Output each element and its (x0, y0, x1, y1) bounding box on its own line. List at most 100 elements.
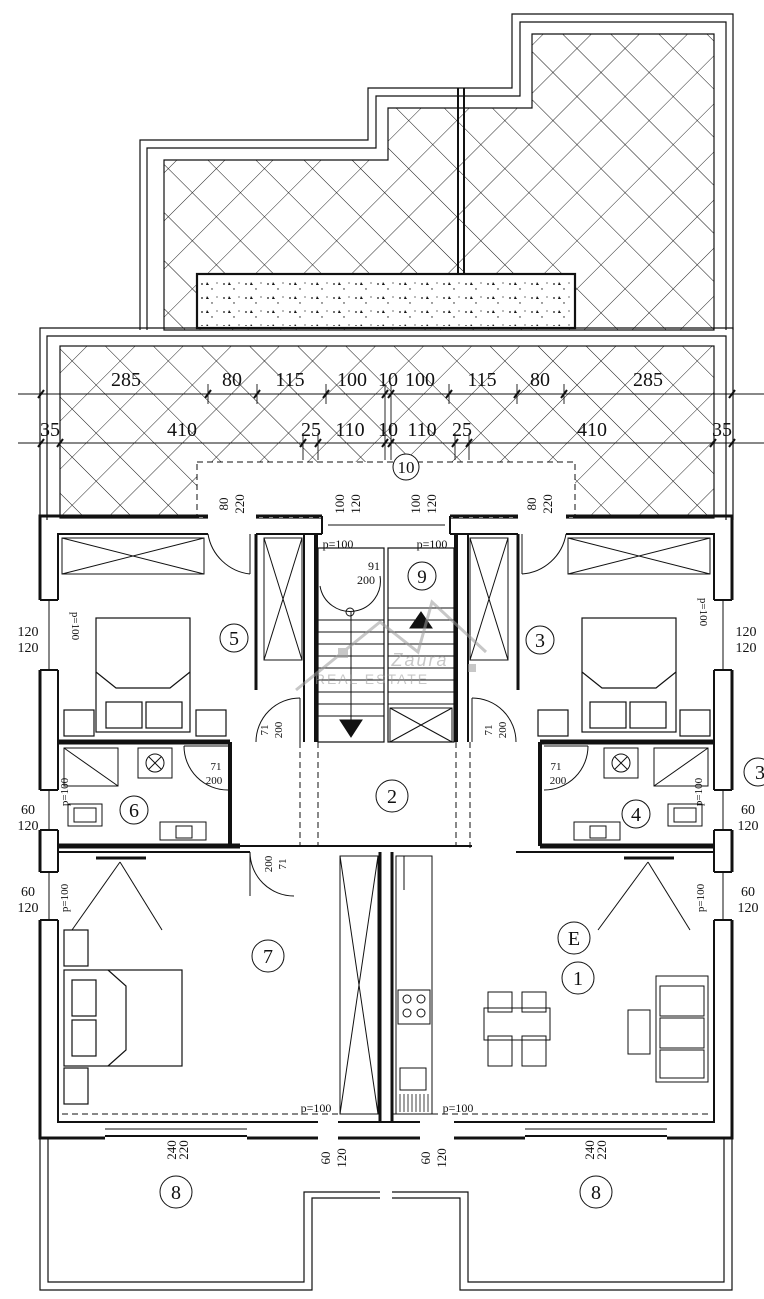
svg-text:120: 120 (348, 494, 363, 514)
sofa (627, 975, 709, 1083)
svg-text:p=100: p=100 (59, 777, 71, 806)
room-9-label: 9 (417, 567, 427, 588)
svg-text:200: 200 (263, 855, 275, 872)
room-4-label: 4 (631, 804, 641, 826)
dim-top-6: 100 (405, 369, 435, 391)
svg-text:120: 120 (736, 641, 757, 656)
bed-room-5 (63, 617, 227, 737)
dim-second-7: 25 (452, 419, 472, 441)
dim-second-8: 410 (577, 419, 607, 441)
svg-text:71: 71 (259, 725, 271, 736)
svg-text:p=100: p=100 (323, 537, 354, 551)
bathroom-6-fixtures (63, 747, 207, 841)
room-10-label: 10 (392, 453, 420, 481)
dim-second-3: 25 (301, 419, 321, 441)
svg-text:120: 120 (18, 901, 39, 916)
svg-text:p=100: p=100 (69, 612, 81, 641)
dim-second-5: 10 (378, 419, 398, 441)
room-3-edge-label: 3 (755, 762, 764, 784)
svg-text:60: 60 (418, 1152, 433, 1165)
svg-text:p=100: p=100 (693, 777, 705, 806)
svg-text:10: 10 (398, 458, 415, 477)
svg-text:p=100: p=100 (59, 883, 71, 912)
svg-text:220: 220 (594, 1140, 609, 1160)
dim-second-1: 35 (40, 419, 60, 441)
dim-top-3: 115 (275, 369, 304, 391)
svg-text:120: 120 (18, 819, 39, 834)
svg-text:200: 200 (206, 775, 223, 787)
svg-text:120: 120 (334, 1148, 349, 1168)
svg-text:60: 60 (21, 803, 35, 818)
svg-text:120: 120 (424, 494, 439, 514)
svg-text:60: 60 (741, 803, 755, 818)
watermark-subtitle: REAL ESTATE (315, 671, 429, 687)
svg-text:120: 120 (18, 641, 39, 656)
svg-text:200: 200 (497, 721, 509, 738)
watermark-brand: Zaura (390, 650, 448, 670)
svg-text:120: 120 (18, 625, 39, 640)
svg-text:120: 120 (738, 819, 759, 834)
dim-top-7: 115 (467, 369, 496, 391)
svg-text:100: 100 (332, 494, 347, 514)
svg-text:p=100: p=100 (301, 1101, 332, 1115)
svg-text:p=100: p=100 (417, 537, 448, 551)
building-walls (38, 514, 736, 1142)
svg-text:p=100: p=100 (695, 883, 707, 912)
svg-text:100: 100 (408, 494, 423, 514)
room-1-label: 1 (573, 968, 583, 990)
svg-text:120: 120 (738, 901, 759, 916)
dimension-lines (18, 384, 764, 460)
dim-second-4: 110 (335, 419, 364, 441)
svg-text:80: 80 (524, 498, 539, 511)
dining-table (483, 991, 551, 1067)
svg-text:200: 200 (273, 721, 285, 738)
top-dimension-labels: 285 80 115 100 10 100 115 80 285 35 410 … (40, 369, 732, 441)
secondary-dimensions: 80 220 100 120 100 120 80 220 p=100 p=10… (18, 494, 759, 1168)
svg-text:71: 71 (483, 725, 495, 736)
svg-text:200: 200 (550, 775, 567, 787)
room-5-label: 5 (229, 628, 239, 650)
room-6-label: 6 (129, 800, 139, 822)
watermark-logo: Zaura REAL ESTATE (295, 599, 488, 692)
room-labels (119, 561, 764, 1209)
svg-text:60: 60 (318, 1152, 333, 1165)
dim-top-5: 10 (378, 369, 398, 391)
entrance-e-label: E (568, 928, 580, 950)
interior-walls (58, 534, 714, 1122)
dim-top-4: 100 (337, 369, 367, 391)
svg-text:71: 71 (211, 761, 222, 773)
dim-top-9: 285 (633, 369, 663, 391)
kitchen-counter (395, 855, 433, 1115)
svg-text:220: 220 (176, 1140, 191, 1160)
svg-text:220: 220 (540, 494, 555, 514)
dim-second-9: 35 (712, 419, 732, 441)
dim-second-2: 410 (167, 419, 197, 441)
room-2-label: 2 (387, 786, 397, 808)
lower-terraces (39, 1138, 733, 1291)
bed-room-7 (63, 929, 183, 1105)
wardrobes (61, 537, 711, 1115)
svg-text:p=100: p=100 (697, 598, 709, 627)
svg-text:71: 71 (551, 761, 562, 773)
dim-second-6: 110 (407, 419, 436, 441)
dim-top-2: 80 (222, 369, 242, 391)
svg-text:240: 240 (164, 1140, 179, 1160)
dim-top-1: 285 (111, 369, 141, 391)
room-8-right-label: 8 (591, 1182, 601, 1204)
svg-text:91: 91 (368, 559, 380, 573)
svg-text:80: 80 (216, 498, 231, 511)
svg-text:60: 60 (21, 885, 35, 900)
svg-text:200: 200 (357, 573, 375, 587)
dim-top-8: 80 (530, 369, 550, 391)
room-number-text: 5 3 9 2 6 4 7 E 1 8 8 3 (129, 567, 764, 1204)
svg-text:120: 120 (736, 625, 757, 640)
room-3-label: 3 (535, 630, 545, 652)
bathroom-4-fixtures (573, 747, 709, 841)
svg-text:71: 71 (277, 859, 289, 870)
svg-text:220: 220 (232, 494, 247, 514)
svg-text:p=100: p=100 (443, 1101, 474, 1115)
svg-text:240: 240 (582, 1140, 597, 1160)
svg-text:120: 120 (434, 1148, 449, 1168)
tv-lines (71, 856, 691, 931)
